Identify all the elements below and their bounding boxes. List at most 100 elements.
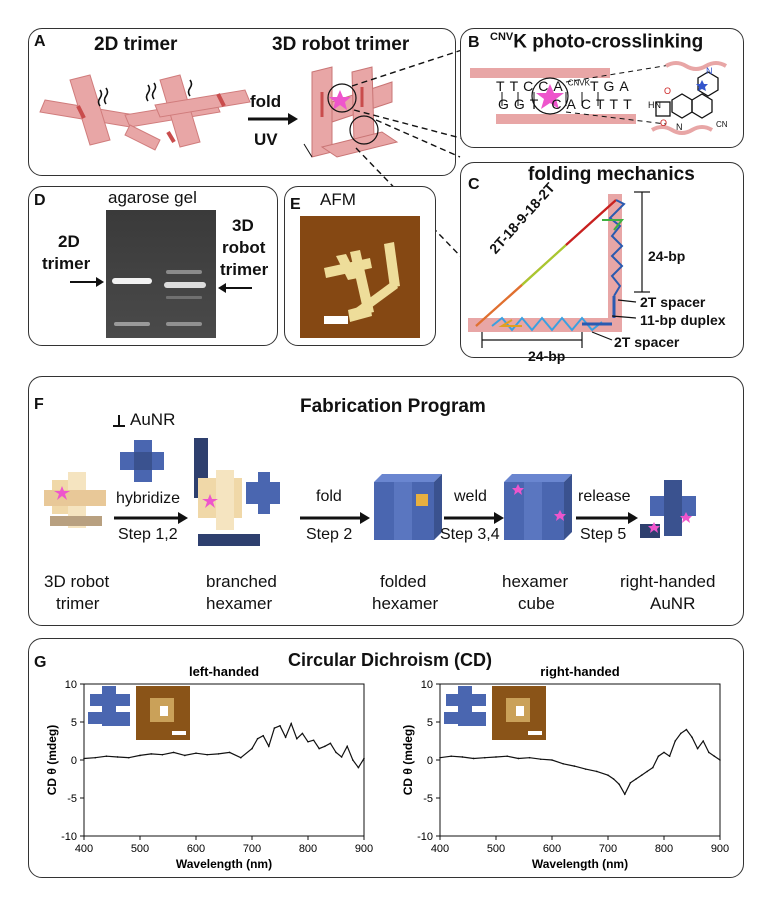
inset-structure-bar	[444, 712, 464, 724]
agarose-gel-image	[106, 210, 216, 338]
stage-5-line1: right-handed	[620, 572, 716, 591]
chem-n1: N	[706, 66, 713, 76]
panel-c-spacer-bottom: 2T spacer	[614, 334, 680, 350]
cd-data-point	[318, 747, 321, 750]
panel-a-label: A	[34, 33, 46, 50]
panel-b-title-sup: CNV	[490, 31, 514, 43]
cd-data-point	[195, 752, 197, 754]
y-tick-label: 0	[427, 755, 433, 767]
cd-data-point	[495, 756, 497, 758]
cd-data-point	[262, 734, 264, 737]
trimer-3d-diagram	[303, 66, 399, 158]
gel-right-arrow-icon	[218, 283, 252, 293]
cd-data-point	[256, 737, 259, 740]
trimer-2d-diagram	[39, 74, 251, 151]
x-tick-label: 800	[655, 843, 673, 855]
cd-data-point	[657, 755, 660, 757]
cd-data-point	[540, 758, 542, 761]
cd-data-point	[172, 751, 175, 754]
panel-g-title: Circular Dichroism (CD)	[288, 650, 493, 670]
inset-group	[444, 686, 546, 740]
cd-data-point	[708, 751, 710, 754]
cd-data-point	[635, 778, 637, 780]
nt: C	[551, 96, 567, 112]
chem-hn: HN	[648, 100, 661, 110]
cd-data-point	[206, 753, 208, 756]
cd-data-point	[346, 745, 349, 748]
aunr-origami-icon	[120, 440, 164, 482]
cd-data-point	[290, 722, 292, 725]
gel-right-label-1: 3D	[232, 216, 254, 235]
cd-data-point	[663, 751, 665, 754]
chart-title: right-handed	[540, 664, 619, 679]
nt: T	[496, 78, 510, 94]
step-4-arrow-icon	[576, 512, 638, 524]
cd-trace-line	[439, 728, 721, 796]
gel-left-arrow-icon	[70, 277, 104, 287]
nt: T	[589, 78, 604, 94]
cd-data-point	[713, 755, 716, 757]
cd-data-point	[312, 739, 315, 742]
panel-e-label: E	[290, 196, 301, 213]
panel-a-title-2d: 2D trimer	[94, 34, 178, 55]
stage-1-line2: trimer	[56, 594, 100, 613]
chem-n2: N	[676, 122, 683, 132]
step-1-bottom: Step 1,2	[118, 526, 178, 543]
cd-data-point	[506, 755, 508, 757]
cd-data-point	[450, 755, 452, 757]
panel-f-title: Fabrication Program	[300, 396, 486, 417]
x-tick-label: 700	[599, 843, 617, 855]
cd-data-point	[273, 727, 276, 729]
nt: T	[609, 96, 624, 112]
cd-data-point	[268, 745, 270, 748]
panel-b-label: B	[468, 34, 480, 51]
plot-frame	[439, 683, 721, 837]
cd-data-point	[439, 756, 441, 759]
stage-3-line2: hexamer	[372, 594, 439, 613]
inset-structure-bar	[88, 712, 108, 724]
afm-image	[300, 216, 420, 338]
nt: G	[513, 96, 530, 112]
step-2-top: fold	[316, 488, 342, 505]
gel-right-label-3: trimer	[220, 260, 269, 279]
cd-data-point	[150, 753, 152, 755]
inset-group	[88, 686, 190, 740]
cd-data-point	[484, 756, 486, 759]
x-tick-label: 400	[75, 843, 93, 855]
cd-data-point	[691, 736, 693, 738]
step-2-bottom: Step 2	[306, 526, 353, 543]
stage-folded-hexamer	[374, 474, 442, 540]
cd-data-point	[329, 742, 332, 745]
fold-arrow	[248, 113, 298, 125]
cd-data-point	[573, 765, 576, 767]
cd-data-point	[94, 756, 96, 759]
cd-data-point	[296, 737, 298, 740]
y-axis-label: CD θ (mdeg)	[45, 725, 59, 795]
cd-data-point	[228, 751, 231, 754]
nt: T	[595, 96, 610, 112]
nt: C	[523, 78, 539, 94]
panel-d-label: D	[34, 192, 46, 209]
cd-data-point	[629, 782, 632, 784]
stage-5-line2: AuNR	[650, 594, 696, 613]
cd-data-point	[640, 774, 643, 776]
panel-c-label: C	[468, 176, 480, 193]
cd-data-point	[307, 740, 309, 743]
cd-data-point	[702, 740, 704, 742]
cd-data-point	[284, 736, 287, 738]
cd-data-point	[719, 759, 721, 761]
nt: A	[553, 78, 568, 94]
cd-data-point	[562, 763, 564, 765]
cd-data-point	[240, 756, 242, 759]
x-axis-label: Wavelength (nm)	[532, 857, 628, 871]
cd-data-point	[116, 756, 119, 758]
x-tick-label: 600	[543, 843, 561, 855]
nt: T	[509, 78, 524, 94]
y-tick-label: 5	[71, 717, 77, 729]
cd-data-point	[335, 751, 337, 754]
crosslink-diagram	[470, 61, 728, 135]
stage-2-line2: hexamer	[206, 594, 273, 613]
cd-data-point	[128, 756, 130, 759]
